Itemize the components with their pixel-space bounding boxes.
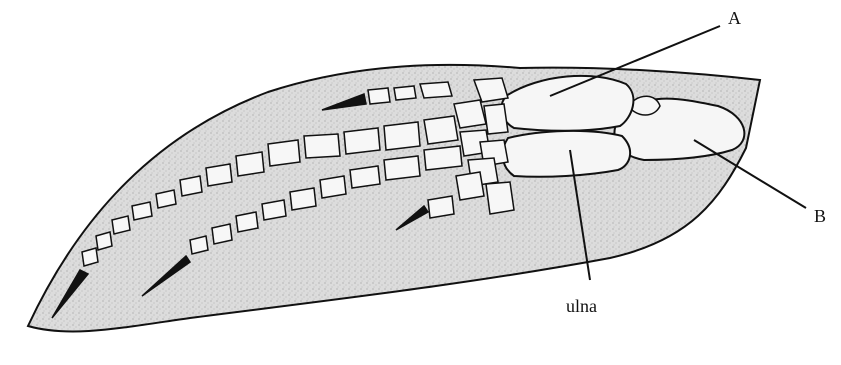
ulna-bone <box>503 131 631 177</box>
label-b: B <box>814 206 826 226</box>
label-a: A <box>728 8 741 28</box>
label-ulna: ulna <box>566 296 597 316</box>
